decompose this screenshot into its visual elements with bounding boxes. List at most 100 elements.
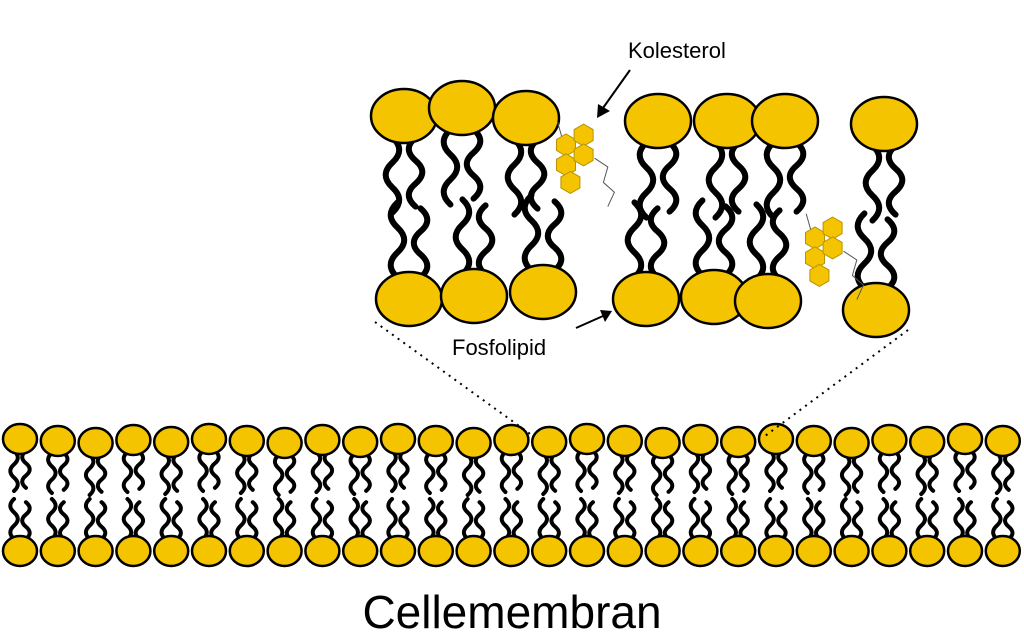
phospholipid [568,422,606,493]
phospholipid [984,424,1022,495]
phosphate-head [379,422,417,456]
fatty-acid-tail [544,198,565,274]
fatty-acid-tail [705,139,726,221]
phosphate-head [190,534,228,568]
fatty-acid-tail [927,500,939,541]
fatty-acid-tail [20,500,32,541]
phosphate-head [908,425,946,459]
fatty-acid-tail [247,451,259,492]
fatty-acid-tail [511,500,524,541]
fatty-acid-tail [159,452,171,496]
phosphate-head [611,270,681,328]
phospholipid [1,422,39,493]
fatty-acid-tail [46,451,58,495]
fatty-acid-tail [133,450,146,491]
phospholipid [304,497,341,568]
sterol-ring [556,133,576,157]
fatty-acid-tail [839,497,852,541]
fatty-acid-tail [475,202,496,278]
phospholipid [1,497,39,568]
phospholipid [493,423,530,494]
fatty-acid-tail [133,500,146,541]
phospholipid [568,497,606,568]
fatty-acid-tail [310,450,323,494]
fatty-acid-tail [715,203,736,279]
fatty-acid-tail [527,136,548,212]
fatty-acid-tail [575,497,587,541]
hydroxyl-group [556,120,563,137]
fatty-acid-tail [504,136,525,218]
cholesterol-molecule [556,120,616,207]
fatty-acid-tail [953,449,965,493]
phospholipid [304,423,341,494]
fatty-acid-tail [885,142,906,218]
phosphate-head [750,92,820,150]
phosphate-head [39,424,77,458]
phospholipid [493,497,530,568]
fatty-acid-tail [461,453,474,497]
phosphate-head [841,281,911,339]
hydroxyl-group [805,213,812,230]
phospholipid [39,497,77,568]
phospholipid [833,426,870,497]
fatty-acid-tail [700,500,713,541]
fatty-acid-tail [659,139,680,215]
phosphate-head [871,534,908,568]
phospholipid [341,497,379,568]
fatty-acid-tail [764,449,776,493]
phosphate-head [427,79,497,137]
phosphate-head [115,534,152,568]
phosphate-head [304,534,341,568]
phospholipid [369,87,439,216]
fatty-acid-tail [991,451,1003,495]
phospholipid-label: Fosfolipid [452,335,546,360]
fatty-acid-tail [877,216,898,292]
phospholipid [374,199,444,328]
phosphate-head [795,424,833,458]
phospholipid [152,497,190,568]
fatty-acid-tail [625,500,637,541]
phosphate-head [908,534,946,568]
fatty-acid-tail [927,452,939,493]
phospholipid [750,92,820,221]
fatty-acid-tail [764,497,776,541]
phospholipid-arrow [575,310,612,329]
fatty-acid-tail [851,500,864,541]
diagram-title: Cellemembran [362,586,661,638]
phosphate-head [77,426,114,460]
fatty-acid-tail [889,500,902,541]
fatty-acid-tail [625,451,637,492]
phosphate-head [719,534,757,568]
phospholipid [455,426,492,497]
zoom-line-right [764,329,909,437]
fatty-acid-tail [247,500,259,541]
phosphate-head [568,422,606,456]
phosphate-head [228,424,266,458]
sterol-ring [822,236,843,260]
phosphate-head [757,422,795,456]
fatty-acid-tail [272,497,285,541]
phosphate-head [692,92,762,150]
fatty-acid-tail [83,497,96,541]
fatty-acid-tail [322,500,335,541]
phosphate-head [530,425,568,459]
phosphate-head [77,534,114,568]
phospholipid [871,497,908,568]
fatty-acid-tail [613,451,625,495]
fatty-acid-tail [58,500,70,541]
fatty-acid-tail [473,453,486,494]
phospholipid [871,423,908,494]
fatty-acid-tail [121,497,134,541]
fatty-acid-tail [587,500,599,541]
fatty-acid-tail [171,452,183,493]
fatty-acid-tail [436,500,448,541]
fatty-acid-tail [171,500,183,541]
fatty-acid-tail [537,497,549,541]
fatty-acid-tail [499,450,512,494]
fatty-acid-tail [854,210,875,292]
fatty-acid-tail [965,449,977,490]
phosphate-head [833,426,870,460]
fatty-acid-tail [662,500,675,541]
fatty-acid-tail [814,500,826,541]
fatty-acid-tail [965,500,977,541]
